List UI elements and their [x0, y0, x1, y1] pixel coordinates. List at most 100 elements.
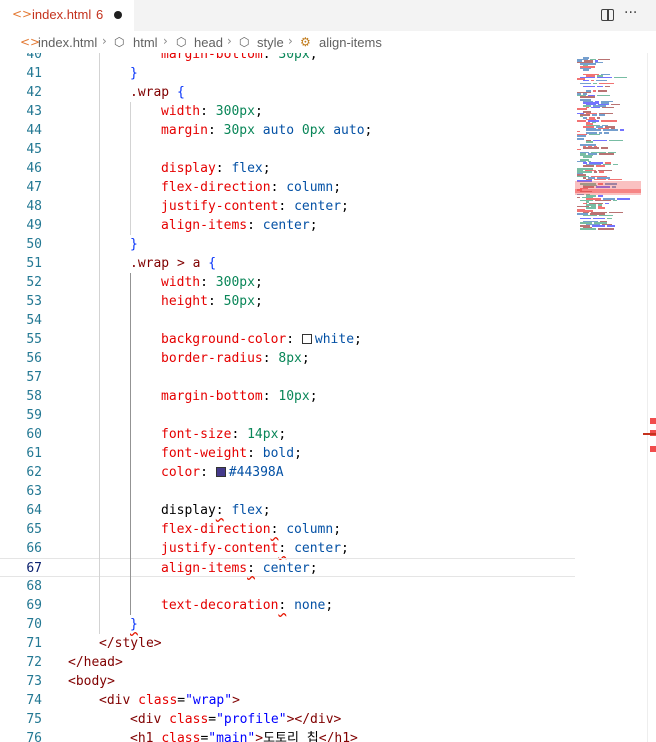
code-line[interactable]: 75<div class="profile"></div>	[0, 710, 575, 729]
code-line[interactable]: 50}	[0, 235, 575, 254]
code-line[interactable]: 76<h1 class="main">도토리 칩</h1>	[0, 729, 575, 742]
code-token: :	[262, 389, 279, 404]
minimap-line	[580, 187, 588, 189]
code-line[interactable]: 73<body>	[0, 672, 575, 691]
line-number: 46	[26, 161, 42, 176]
split-editor-icon[interactable]	[601, 9, 614, 21]
code-line[interactable]: 74<div class="wrap">	[0, 691, 575, 710]
minimap-line	[583, 177, 586, 179]
minimap-line	[612, 186, 616, 188]
code-token: font-weight	[161, 446, 248, 461]
minimap-line	[577, 130, 580, 132]
tab-index-html[interactable]: <> index.html 6	[0, 0, 134, 31]
color-swatch[interactable]	[301, 334, 312, 344]
code-token	[286, 541, 294, 556]
code-line[interactable]: 45	[0, 140, 575, 159]
breadcrumb-style[interactable]: style	[257, 35, 284, 50]
minimap-line	[593, 82, 597, 84]
minimap-line	[601, 120, 617, 122]
code-line[interactable]: 54	[0, 311, 575, 330]
code-token: :	[200, 104, 216, 119]
color-swatch[interactable]	[215, 467, 226, 477]
code-line[interactable]: 71</style>	[0, 634, 575, 653]
error-squiggle: :	[278, 598, 287, 613]
code-line[interactable]: 42.wrap {	[0, 83, 575, 102]
minimap-line	[598, 207, 605, 209]
code-text: height: 50px;	[161, 292, 263, 311]
code-token: ></div>	[286, 712, 342, 727]
minimap-line	[613, 163, 618, 165]
chevron-right-icon: ›	[288, 34, 293, 48]
minimap-line	[577, 174, 586, 176]
line-number: 60	[26, 427, 42, 442]
code-line[interactable]: 57	[0, 368, 575, 387]
code-text: justify-content: center;	[161, 539, 349, 558]
breadcrumb-file[interactable]: index.html	[38, 35, 98, 50]
minimap-line	[583, 156, 592, 158]
minimap[interactable]	[575, 53, 647, 742]
code-line[interactable]: 70}	[0, 615, 575, 634]
minimap-line	[602, 124, 608, 126]
minimap-line	[614, 76, 627, 78]
code-line[interactable]: 41}	[0, 64, 575, 83]
minimap-line	[607, 217, 612, 219]
vertical-scrollbar[interactable]	[647, 53, 656, 742]
line-number: 70	[26, 617, 42, 632]
line-number: 64	[26, 503, 42, 518]
minimap-line	[589, 133, 600, 135]
code-token: ;	[341, 541, 349, 556]
code-line[interactable]: 59	[0, 406, 575, 425]
breadcrumb-align-items[interactable]: align-items	[319, 35, 382, 50]
minimap-line	[586, 195, 596, 197]
code-token: >	[255, 731, 264, 742]
line-number: 59	[26, 408, 42, 423]
code-token: font-size	[161, 427, 232, 442]
minimap-line	[599, 112, 613, 114]
minimap-line	[583, 69, 589, 71]
minimap-line	[613, 199, 617, 201]
minimap-line	[597, 177, 610, 179]
error-marker[interactable]	[650, 418, 656, 424]
code-line[interactable]: 72</head>	[0, 653, 575, 672]
line-number: 74	[26, 693, 42, 708]
chevron-right-icon: ›	[102, 34, 107, 48]
code-line[interactable]: 63	[0, 482, 575, 501]
minimap-line	[602, 223, 612, 225]
code-text: align-items: center;	[161, 559, 318, 578]
code-line[interactable]: 51.wrap > a {	[0, 254, 575, 273]
breadcrumb-html[interactable]: html	[133, 35, 158, 50]
more-actions-icon[interactable]: ···	[624, 5, 638, 21]
code-token: :	[278, 199, 295, 214]
minimap-line	[592, 225, 605, 227]
minimap-line	[583, 79, 589, 81]
code-text: }	[130, 615, 138, 634]
breadcrumb-head[interactable]: head	[194, 35, 223, 50]
minimap-line	[577, 108, 587, 110]
code-text: font-weight: bold;	[161, 444, 302, 463]
minimap-line	[603, 129, 618, 131]
code-line[interactable]: 68	[0, 577, 575, 596]
error-marker[interactable]	[650, 446, 656, 452]
unsaved-dot-icon[interactable]	[114, 11, 122, 19]
